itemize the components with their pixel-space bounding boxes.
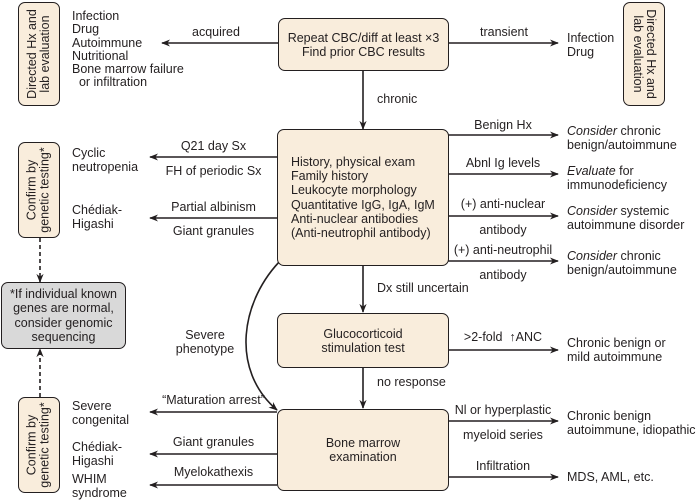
severe-phenotype-label: Severe phenotype [175, 328, 235, 356]
result-whim: WHIM syndrome [72, 472, 127, 500]
result-em: Evaluate [567, 164, 616, 178]
no-response-label: no response [377, 375, 446, 389]
bm-normal-label: Nl or hyperplastic [454, 403, 552, 417]
bm-normal-label-below: myeloid series [463, 428, 543, 442]
transient-causes-list: Infection Drug [567, 31, 614, 59]
main-item: (Anti-neutrophil antibody) [291, 225, 431, 240]
genomic-sequencing-box: *If individual known genes are normal, c… [1, 282, 126, 349]
result-benign-hx: Consider chronic benign/autoimmune [567, 124, 677, 152]
repeat-cbc-line2: Find prior CBC results [302, 44, 425, 59]
acquired-label: acquired [192, 25, 240, 39]
arrow-severe-phenotype [245, 257, 284, 411]
result-bm-infiltration: MDS, AML, etc. [567, 470, 654, 484]
result-chediak-higashi-2: Chédiak- Higashi [72, 440, 123, 468]
main-item: Leukocyte morphology [291, 183, 417, 198]
repeat-cbc-line1: Repeat CBC/diff at least ×3 [287, 30, 440, 45]
result-abnl-ig: Evaluate for immunodeficiency [567, 164, 668, 192]
repeat-cbc-box: Repeat CBC/diff at least ×3 Find prior C… [278, 18, 449, 71]
acquired-causes-list: Infection Drug Autoimmune Nutritional Bo… [72, 9, 184, 90]
benign-hx-label: Benign Hx [474, 118, 532, 132]
result-anti-neutrophil: Consider chronic benign/autoimmune [567, 249, 677, 277]
result-cyclic-neutropenia: Cyclic neutropenia [72, 146, 139, 174]
transient-cause: Infection [567, 31, 615, 45]
partial-albinism-label: Partial albinism [171, 200, 256, 214]
eval-right-line1: Directed Hx and [644, 9, 658, 99]
acquired-cause: Bone marrow failure [72, 62, 184, 77]
fh-periodic-label: FH of periodic Sx [165, 164, 262, 178]
abnl-ig-label: Abnl Ig levels [465, 156, 541, 170]
result-chediak-higashi-1: Chédiak- Higashi [72, 203, 123, 231]
confirm-genetic-box-top: Confirm by genetic testing* [18, 142, 60, 238]
dx-uncertain-label: Dx still uncertain [377, 281, 469, 295]
acquired-cause: Autoimmune [72, 35, 143, 50]
giant-granules-label-1: Giant granules [172, 224, 255, 238]
main-item: Quantitative IgG, IgA, IgM [291, 197, 435, 212]
directed-eval-box-left: Directed Hx and lab evaluation [18, 2, 60, 106]
confirm-top-line2: genetic testing* [38, 147, 53, 233]
result-bm-normal: Chronic benign autoimmune, idiopathic [567, 409, 696, 437]
result-em: Consider [567, 249, 618, 263]
result-severe-congenital: Severe congenital [72, 399, 129, 427]
chronic-label: chronic [377, 92, 418, 106]
acquired-cause: Infection [72, 9, 120, 23]
result-em: Consider [567, 204, 618, 218]
directed-eval-box-right: Directed Hx and lab evaluation [623, 2, 665, 106]
main-item: History, physical exam [291, 154, 416, 169]
acquired-cause: Nutritional [72, 48, 129, 63]
transient-cause: Drug [567, 45, 595, 59]
bone-marrow-box: Bone marrow examination [277, 409, 449, 491]
glucocorticoid-test-box: Glucocorticoid stimulation test [277, 313, 449, 368]
myelokathexis-label: Myelokathexis [173, 465, 254, 479]
acquired-cause: or infiltration [72, 75, 148, 90]
acquired-cause: Drug [72, 22, 100, 37]
giant-granules-label-2: Giant granules [172, 435, 255, 449]
confirm-genetic-box-bottom: Confirm by genetic testing* [18, 397, 60, 493]
anti-neutrophil-label: (+) anti-neutrophil [453, 243, 553, 257]
result-anti-nuclear: Consider systemic autoimmune disorder [567, 204, 685, 232]
q21-label: Q21 day Sx [180, 139, 247, 153]
bm-infiltration-label: Infiltration [475, 459, 531, 473]
main-item: Family history [291, 169, 369, 184]
anti-neutrophil-label-below: antibody [479, 268, 527, 282]
transient-label: transient [480, 25, 528, 39]
maturation-arrest-label: “Maturation arrest” [162, 393, 265, 407]
main-item: Anti-nuclear antibodies [291, 211, 419, 226]
gluco-response-label: >2-fold ↑ANC [463, 330, 543, 344]
result-gluco: Chronic benign or mild autoimmune [567, 336, 666, 364]
history-exam-box: History, physical exam Family history Le… [277, 129, 449, 266]
result-em: Consider [567, 124, 618, 138]
eval-right-line2: lab evaluation [631, 15, 645, 93]
confirm-bottom-line2: genetic testing* [38, 402, 53, 488]
anti-nuclear-label-below: antibody [479, 223, 527, 237]
anti-nuclear-label: (+) anti-nuclear [460, 197, 546, 211]
eval-left-line2: lab evaluation [38, 15, 52, 93]
